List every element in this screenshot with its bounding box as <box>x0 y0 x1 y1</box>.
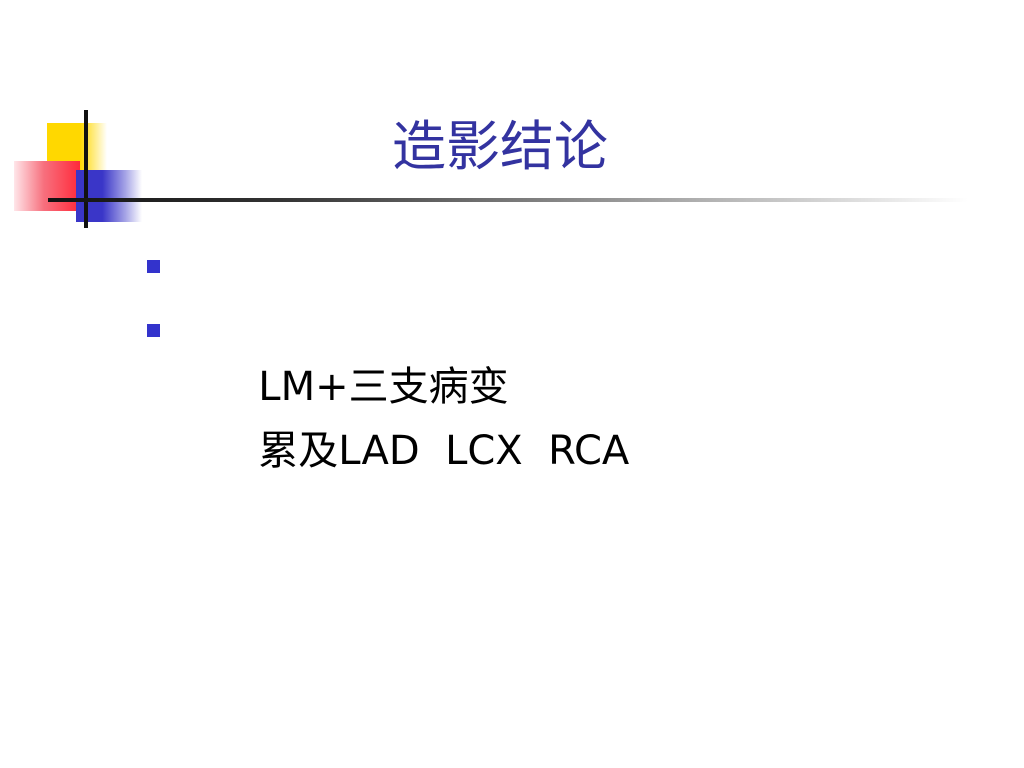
bullet-text: 累及LAD LCX RCA <box>258 428 630 474</box>
square-bullet-icon <box>147 324 160 337</box>
decorative-vertical-line <box>84 110 88 228</box>
title-divider-line <box>48 198 968 202</box>
bullet-text: LM+三支病变 <box>258 364 509 410</box>
bullet-list: LM+三支病变 累及LAD LCX RCA <box>145 232 629 474</box>
slide-title: 造影结论 <box>392 115 608 178</box>
bullet-item: LM+三支病变 <box>145 232 629 410</box>
square-bullet-icon <box>147 260 160 273</box>
bullet-item: 累及LAD LCX RCA <box>145 296 629 474</box>
decorative-red-square <box>14 161 80 211</box>
